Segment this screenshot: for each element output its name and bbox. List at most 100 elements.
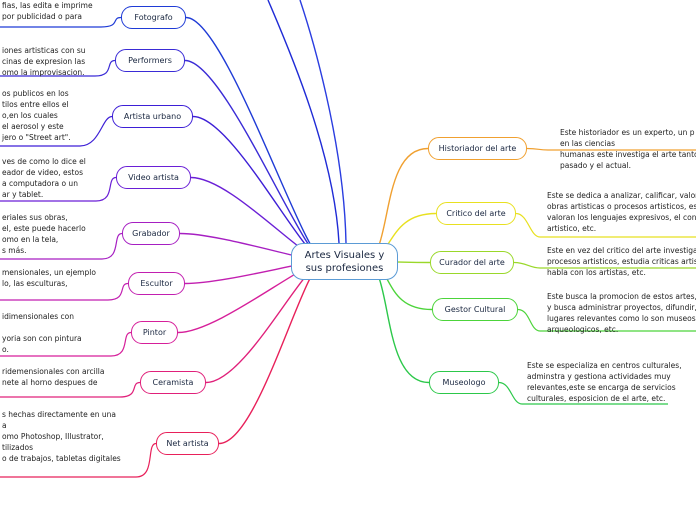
topic-label: Escultor (140, 279, 173, 288)
topic-label: Curador del arte (439, 258, 505, 267)
topic-gestor-cultural[interactable]: Gestor Cultural (432, 298, 518, 321)
note-line: humanas este investiga el arte tanto (560, 150, 696, 159)
note-line: relevantes,este se encarga de servicios (527, 383, 676, 392)
connector-offscreen-2 (299, 0, 347, 244)
topic-label: Ceramista (152, 378, 194, 387)
note-line: omo Photoshop, Illustrator, (2, 432, 104, 441)
underline-ceramista (0, 381, 141, 398)
underline-grabador (0, 232, 123, 260)
underline-escultor (0, 282, 129, 301)
note-line (2, 322, 82, 333)
underline-museologo (498, 381, 668, 405)
topic-note: Este busca la promocion de estos artes, … (547, 291, 696, 335)
note-line: jero o "Street art". (2, 133, 71, 142)
underline-curador-del-arte (513, 261, 696, 269)
note-line: Este se dedica a analizar, calificar, va… (547, 191, 696, 200)
note-line: artistico, etc. (547, 224, 597, 233)
note-line: Este busca la promocion de estos artes, … (547, 292, 696, 301)
topic-performers[interactable]: Performers (115, 49, 185, 72)
note-line: obras artisticas o procesos artisticos, … (547, 202, 696, 211)
topic-critico-del-arte[interactable]: Critico del arte (436, 202, 516, 225)
topic-note: Este se dedica a analizar, calificar, va… (547, 190, 696, 234)
topic-label: Critico del arte (446, 209, 506, 218)
connector-fotografo (185, 16, 325, 262)
note-line: tilos entre ellos el (2, 100, 69, 109)
underline-fotografo (0, 16, 122, 28)
note-line: ridemensionales con arcilla (2, 367, 105, 376)
topic-historiador-del-arte[interactable]: Historiador del arte (428, 137, 527, 160)
topic-note: Este se especializa en centros culturale… (527, 360, 682, 404)
underline-historiador-del-arte (526, 147, 696, 151)
topic-label: Artista urbano (123, 112, 182, 121)
note-line: lo, las esculturas, (2, 279, 68, 288)
topic-ceramista[interactable]: Ceramista (140, 371, 206, 394)
note-line: arqueologicos, etc. (547, 325, 619, 334)
note-line: valoran los lenguajes expresivos, el con (547, 213, 696, 222)
note-line: habla con los artistas, etc. (547, 268, 646, 277)
topic-grabador[interactable]: Grabador (122, 222, 180, 245)
topic-note: Este historiador es un experto, un p en l… (560, 127, 696, 171)
topic-note: ridemensionales con arcilla nete al horno… (2, 366, 104, 388)
topic-label: Net artista (166, 439, 209, 448)
note-line: a computadora o un (2, 179, 78, 188)
topic-label: Museologo (442, 378, 486, 387)
topic-note: Este en vez del critico del arte investi… (547, 245, 696, 278)
note-line: iones artisticas con su (2, 46, 86, 55)
underline-gestor-cultural (517, 308, 696, 332)
underline-video-artista (0, 176, 117, 202)
note-line: nete al horno despues de (2, 378, 98, 387)
topic-curador-del-arte[interactable]: Curador del arte (430, 251, 514, 274)
note-line: o de trabajos, tabletas digitales (2, 454, 121, 463)
note-line: eriales sus obras, (2, 213, 68, 222)
note-line: Este historiador es un experto, un p (560, 128, 695, 137)
topic-artista-urbano[interactable]: Artista urbano (112, 105, 193, 128)
note-line: el, este puede hacerlo (2, 224, 86, 233)
underline-net-artista (0, 442, 157, 478)
topic-pintor[interactable]: Pintor (131, 321, 178, 344)
note-line: ves de como lo dice el (2, 157, 86, 166)
note-line: a (2, 421, 7, 430)
note-line: omo en la tela, (2, 235, 59, 244)
note-line: fias, las edita e imprime (2, 1, 93, 10)
topic-label: Gestor Cultural (444, 305, 506, 314)
note-line: el aerosol y este (2, 122, 64, 131)
underline-performers (0, 59, 116, 77)
topic-label: Pintor (142, 328, 167, 337)
note-line: o,en los cuales (2, 111, 58, 120)
note-line: o. (2, 345, 9, 354)
topic-note: idimensionales con yoria son con pintura… (2, 311, 82, 355)
note-line: en las ciencias (560, 139, 616, 148)
note-line: procesos artisticos, estudia criticas ar… (547, 257, 696, 266)
underline-critico-del-arte (515, 212, 696, 238)
topic-note: eriales sus obras, el, este puede hacerlo… (2, 212, 86, 256)
topic-label: Performers (128, 56, 172, 65)
note-line: pasado y el actual. (560, 161, 631, 170)
note-line: ar y tablet. (2, 190, 44, 199)
topic-note: mensionales, un ejemplo lo, las escultura… (2, 267, 96, 289)
note-line: mensionales, un ejemplo (2, 268, 96, 277)
note-line: adminstra y gestiona actividades muy (527, 372, 671, 381)
central-topic-line-2: sus profesiones (305, 262, 384, 274)
topic-label: Historiador del arte (438, 144, 517, 153)
topic-label: Video artista (128, 173, 179, 182)
note-line: tilizados (2, 443, 33, 452)
note-line: s más. (2, 246, 27, 255)
topic-net-artista[interactable]: Net artista (156, 432, 219, 455)
note-line: Este en vez del critico del arte investi… (547, 246, 696, 255)
topic-video-artista[interactable]: Video artista (116, 166, 191, 189)
note-line: lugares relevantes como lo son museos, p… (547, 314, 696, 323)
topic-fotografo[interactable]: Fotografo (121, 6, 186, 29)
note-line: Este se especializa en centros culturale… (527, 361, 682, 370)
topic-escultor[interactable]: Escultor (128, 272, 185, 295)
central-topic[interactable]: Artes Visuales y sus profesiones (291, 243, 398, 280)
topic-label: Grabador (132, 229, 170, 238)
topic-museologo[interactable]: Museologo (429, 371, 499, 394)
note-line: cinas de expresion las (2, 57, 86, 66)
topic-label: Fotografo (134, 13, 173, 22)
topic-note: iones artisticas con su cinas de expresio… (2, 45, 86, 78)
